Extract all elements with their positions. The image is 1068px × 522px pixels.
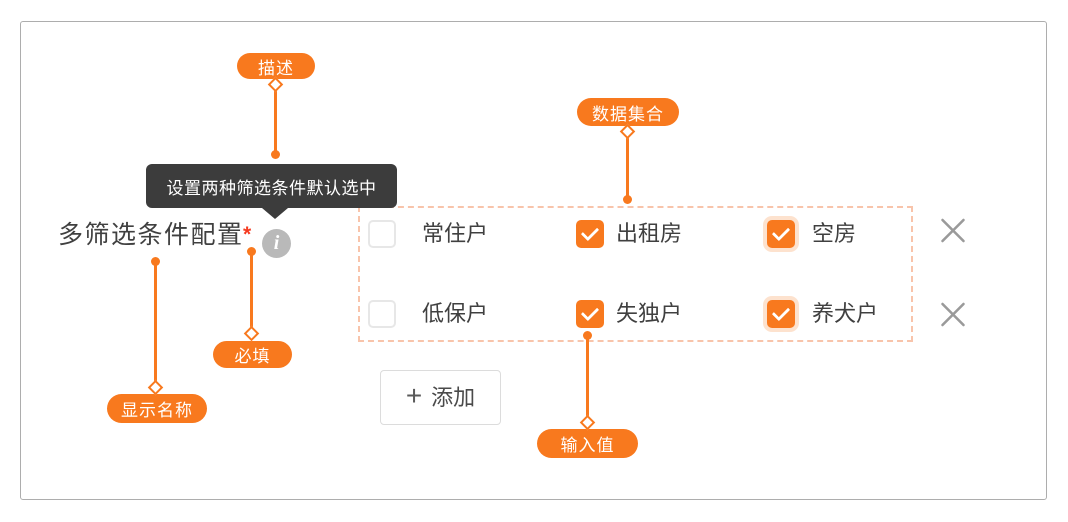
info-icon-glyph: i (273, 232, 280, 254)
annotation-badge-dataset: 数据集合 (577, 98, 679, 126)
checkbox-option[interactable]: 低保户 (368, 300, 488, 328)
checkbox-option[interactable]: 出租房 (576, 220, 682, 248)
checkbox-checked[interactable] (576, 220, 604, 248)
callout-line (586, 339, 589, 419)
callout-line (626, 136, 629, 197)
tooltip-text: 设置两种筛选条件默认选中 (166, 178, 377, 198)
close-icon (941, 302, 965, 326)
tooltip-arrow (262, 208, 288, 219)
callout-dot (623, 195, 632, 204)
add-button[interactable]: + 添加 (380, 370, 501, 425)
field-label: 多筛选条件配置 (58, 221, 244, 249)
checkbox-row: 常住户 出租房 空房 (360, 208, 911, 340)
callout-dot (271, 150, 280, 159)
info-icon[interactable]: i (262, 229, 291, 258)
checkbox-checked[interactable] (576, 300, 604, 328)
remove-row-button[interactable] (938, 299, 968, 329)
annotation-badge-description: 描述 (237, 53, 315, 79)
annotation-badge-required: 必填 (213, 341, 292, 368)
callout-line (274, 89, 277, 152)
remove-row-button[interactable] (938, 215, 968, 245)
callout-line (250, 255, 253, 330)
close-icon (941, 218, 965, 242)
checkbox-option[interactable]: 常住户 (368, 220, 488, 248)
callout-line (154, 265, 157, 384)
check-icon (771, 302, 791, 322)
checkbox-checked[interactable] (767, 220, 795, 248)
tooltip: 设置两种筛选条件默认选中 (146, 164, 397, 219)
plus-icon: + (405, 380, 423, 411)
checkbox-row: 低保户 失独户 养犬户 (360, 208, 911, 340)
checkbox-label: 常住户 (422, 221, 489, 246)
checkbox-option[interactable]: 养犬户 (767, 300, 878, 328)
annotation-badge-input-value: 输入值 (537, 429, 638, 458)
callout-dot (151, 257, 160, 266)
checkbox-label: 养犬户 (812, 301, 879, 326)
checkbox-unchecked[interactable] (368, 300, 396, 328)
checkbox-label: 失独户 (616, 301, 683, 326)
checkbox-option[interactable]: 空房 (767, 220, 856, 248)
callout-dot (247, 247, 256, 256)
annotation-badge-display-name: 显示名称 (107, 394, 207, 423)
checkbox-group: 常住户 出租房 空房 低保户 失独户 养犬户 (358, 206, 913, 342)
checkbox-unchecked[interactable] (368, 220, 396, 248)
checkbox-checked[interactable] (767, 300, 795, 328)
checkbox-label: 空房 (812, 221, 857, 246)
checkbox-option[interactable]: 失独户 (576, 300, 682, 328)
callout-dot (583, 331, 592, 340)
required-asterisk: * (243, 223, 252, 246)
add-button-label: 添加 (431, 384, 476, 410)
checkbox-label: 低保户 (422, 301, 489, 326)
checkbox-label: 出租房 (616, 221, 683, 246)
check-icon (580, 302, 600, 322)
